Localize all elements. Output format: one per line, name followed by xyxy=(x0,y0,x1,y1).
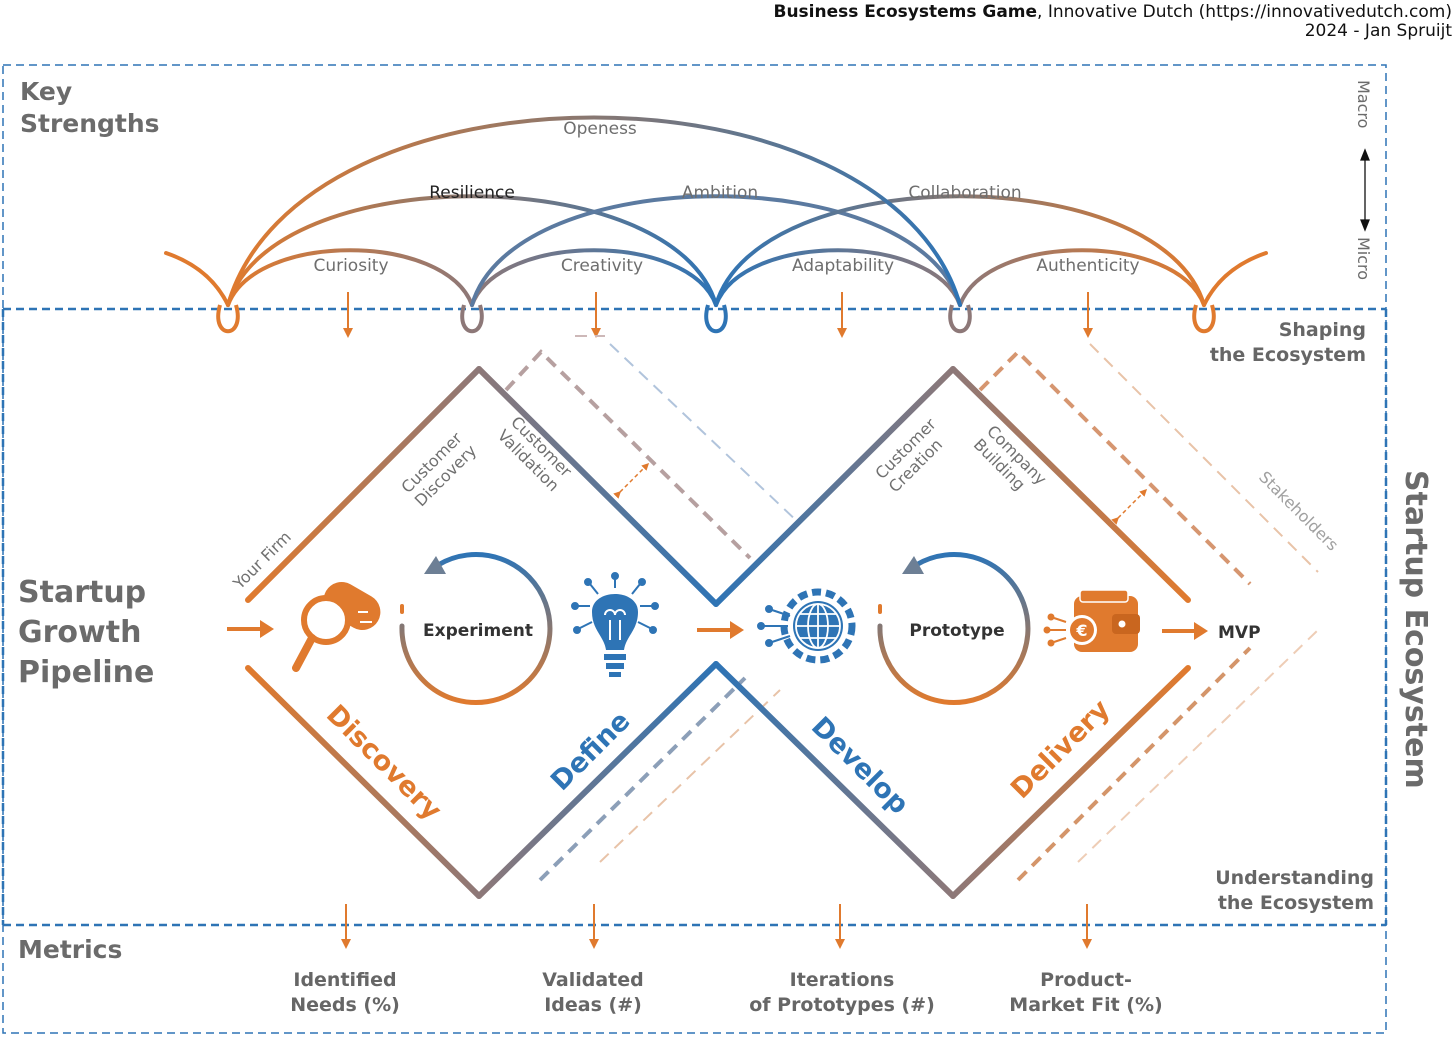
credit-source: , Innovative Dutch (https://innovativedu… xyxy=(1037,2,1452,22)
strength-openess: Openess xyxy=(563,119,637,139)
metric-validated-ideas-2: Ideas (#) xyxy=(544,994,642,1016)
edge-company-building xyxy=(950,366,1191,603)
stage-company-building: Company Building xyxy=(970,421,1051,494)
loop-node-3 xyxy=(704,304,728,334)
pipeline-title-2: Growth xyxy=(18,615,141,650)
metric-arrows xyxy=(341,904,1092,949)
arc-curiosity xyxy=(226,248,474,307)
metric-iterations-2: of Prototypes (#) xyxy=(749,994,935,1016)
shaping-label-2: the Ecosystem xyxy=(1210,344,1366,366)
loop-node-4 xyxy=(948,304,972,334)
edge-delivery xyxy=(950,665,1191,899)
key-strengths-title-1: Key xyxy=(20,77,72,106)
delivery-offset-2 xyxy=(1077,629,1319,863)
metric-identified-needs-1: Identified xyxy=(293,969,396,991)
edge-discovery xyxy=(245,665,482,899)
flow-arrows xyxy=(227,620,1208,640)
edge-define xyxy=(476,661,719,899)
arc-adaptability xyxy=(714,248,962,307)
mvp-label: MVP xyxy=(1218,623,1261,643)
startup-ecosystem-title: Startup Ecosystem xyxy=(1398,470,1433,789)
credit-title: Business Ecosystems Game xyxy=(773,2,1037,22)
wallet-euro-icon: € xyxy=(1043,589,1140,652)
building-offset-2 xyxy=(1089,343,1319,573)
pipeline-title-3: Pipeline xyxy=(18,655,154,690)
stage-stakeholders: Stakeholders xyxy=(1255,467,1342,554)
magnifier-capsule-icon xyxy=(292,582,381,672)
prototype-loop xyxy=(877,552,1031,705)
validation-offset-1 xyxy=(504,349,752,560)
loop-node-2 xyxy=(460,304,484,334)
loop-node-5 xyxy=(1192,304,1216,334)
left-flourish xyxy=(164,251,230,307)
prototype-label: Prototype xyxy=(909,621,1004,641)
strength-ambition: Ambition xyxy=(682,183,758,203)
arc-authenticity xyxy=(958,248,1206,307)
pipeline-title-1: Startup xyxy=(18,575,146,610)
experiment-label: Experiment xyxy=(423,621,533,641)
micro-label: Micro xyxy=(1354,237,1373,280)
define-offset-2 xyxy=(599,689,781,863)
understanding-label-1: Understanding xyxy=(1215,867,1374,889)
svg-text:€: € xyxy=(1075,621,1087,640)
strength-arcs xyxy=(164,115,1268,307)
arc-resilience xyxy=(226,194,718,307)
metrics-title: Metrics xyxy=(18,935,122,964)
strength-loops xyxy=(216,304,1216,334)
lightbulb-circuit-icon xyxy=(571,572,659,677)
edge-customer-validation xyxy=(476,366,719,607)
define-offset-1 xyxy=(538,676,747,882)
metric-pmf-2: Market Fit (%) xyxy=(1009,994,1162,1016)
macro-micro-arrow xyxy=(1360,148,1370,232)
strength-authenticity: Authenticity xyxy=(1036,256,1139,276)
metric-pmf-1: Product- xyxy=(1040,969,1132,991)
edge-develop xyxy=(713,661,956,899)
outer-frame xyxy=(2,64,1387,1034)
credit-byline: 2024 - Jan Spruijt xyxy=(1305,21,1453,41)
strength-resilience: Resilience xyxy=(429,183,515,203)
strength-collaboration: Collaboration xyxy=(908,183,1021,203)
arc-collaboration xyxy=(714,194,1206,307)
strength-creativity: Creativity xyxy=(561,256,643,276)
arc-ambition xyxy=(470,194,962,307)
globe-gear-icon xyxy=(757,588,856,664)
section-frames xyxy=(1,64,1388,1034)
experiment-loop xyxy=(399,552,553,705)
arc-openess xyxy=(226,115,962,307)
credit-line: Business Ecosystems Game, Innovative Dut… xyxy=(773,2,1452,22)
metric-validated-ideas-1: Validated xyxy=(542,969,644,991)
arc-creativity xyxy=(470,248,718,307)
key-strengths-title-2: Strengths xyxy=(20,109,160,138)
edge-customer-discovery xyxy=(245,366,482,603)
macro-label: Macro xyxy=(1354,80,1373,128)
phase-discovery: Discovery xyxy=(320,699,448,827)
strength-curiosity: Curiosity xyxy=(313,256,388,276)
pipeline-diamonds xyxy=(245,366,1191,899)
metric-identified-needs-2: Needs (%) xyxy=(290,994,400,1016)
understanding-label-2: the Ecosystem xyxy=(1218,892,1374,914)
loop-node-1 xyxy=(216,304,240,334)
stage-customer-creation: Customer Creation xyxy=(871,414,946,496)
validation-offset-2 xyxy=(609,343,801,525)
delivery-offset-1 xyxy=(1016,646,1252,882)
metric-iterations-1: Iterations xyxy=(790,969,895,991)
shaping-label-1: Shaping xyxy=(1279,319,1366,341)
stakeholder-lines xyxy=(504,335,1319,882)
strength-arrows xyxy=(343,292,1093,338)
right-flourish xyxy=(1202,251,1268,307)
strength-adaptability: Adaptability xyxy=(792,256,894,276)
edge-customer-creation xyxy=(713,366,956,607)
